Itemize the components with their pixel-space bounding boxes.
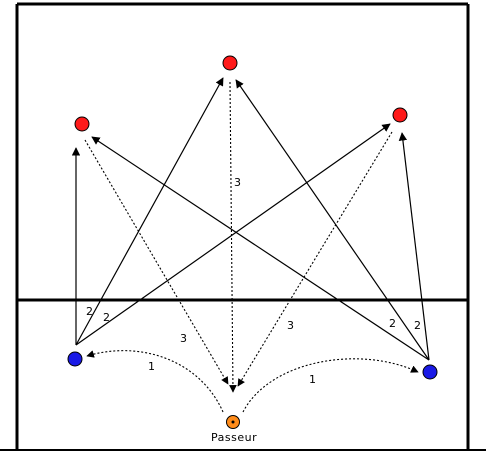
- return-arrow: [84, 139, 229, 385]
- step-label: 2: [414, 319, 421, 332]
- attack-arrow: [75, 77, 224, 346]
- setter-center-dot: [231, 420, 235, 424]
- attack-arrow: [91, 136, 430, 361]
- pass-arrow-right: [242, 358, 419, 413]
- step-label: 2: [103, 311, 110, 324]
- pass-arrow-left: [86, 350, 224, 413]
- return-arrows: [84, 81, 393, 393]
- attack-arrow: [235, 79, 430, 361]
- receiver-left[interactable]: [67, 351, 83, 367]
- return-arrow: [237, 131, 393, 387]
- setter-label: Passeur: [211, 431, 257, 444]
- attack-arrows: [71, 77, 430, 361]
- step-label: 3: [234, 176, 241, 189]
- setter: Passeur: [211, 415, 257, 444]
- step-label: 2: [86, 305, 93, 318]
- attacker-left[interactable]: [74, 116, 90, 132]
- step-label: 1: [148, 360, 155, 373]
- step-label: 2: [389, 317, 396, 330]
- receiver-right[interactable]: [422, 364, 438, 380]
- attack-arrow: [75, 123, 391, 346]
- attacker-right[interactable]: [392, 107, 408, 123]
- step-label: 3: [287, 319, 294, 332]
- receivers: [67, 351, 438, 380]
- attack-arrow: [398, 132, 430, 361]
- attackers: [74, 55, 408, 132]
- step-label: 3: [180, 332, 187, 345]
- step-labels: 2 2 2 2 3 3 3 1 1: [86, 176, 421, 386]
- step-label: 1: [309, 373, 316, 386]
- attacker-middle[interactable]: [222, 55, 238, 71]
- pass-arrows: [86, 350, 419, 413]
